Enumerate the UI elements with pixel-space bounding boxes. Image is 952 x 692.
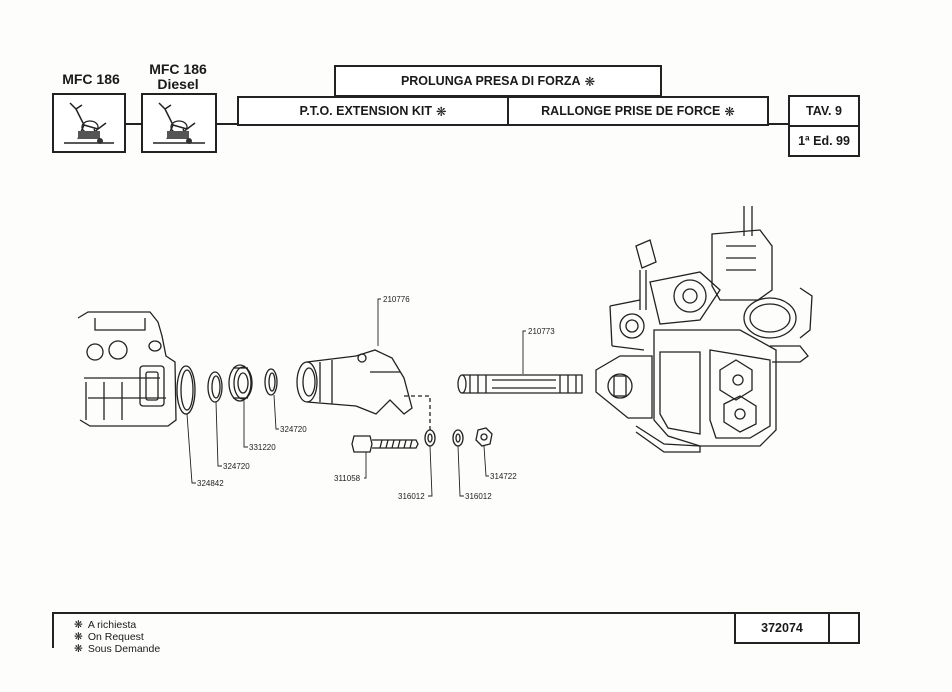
asterisk-icon: ❋ — [74, 631, 83, 643]
part-label-311058: 311058 — [334, 474, 361, 483]
part-label-324720-b: 324720 — [223, 462, 250, 471]
part-label-324720: 324720 — [280, 425, 307, 434]
gearbox-housing — [77, 311, 177, 427]
title-en: P.T.O. EXTENSION KIT — [299, 104, 432, 118]
model-label-mfc186: MFC 186 — [62, 71, 120, 87]
pump-assembly — [595, 206, 813, 453]
thumbnail-mfc186-diesel — [141, 93, 217, 153]
asterisk-icon: ❋ — [724, 104, 735, 119]
washer-316012-a — [424, 429, 436, 447]
blank-code-box — [828, 612, 860, 644]
part-label-210773: 210773 — [528, 327, 555, 336]
asterisk-icon: ❋ — [435, 104, 447, 119]
edition: 1ª Ed. 99 — [798, 134, 850, 148]
model-label-line2: Diesel — [157, 76, 199, 92]
nut-314722 — [475, 427, 493, 447]
model-label-mfc186-diesel: MFC 186 Diesel — [140, 62, 216, 92]
leader-lines — [186, 298, 526, 497]
legend-text: On Request — [87, 631, 144, 643]
asterisk-icon: ❋ — [74, 643, 83, 655]
snap-ring-324720-b — [264, 368, 278, 396]
sprayer-thumbnail-icon — [64, 102, 114, 144]
legend-item: ❋ Sous Demande — [74, 643, 160, 655]
bolt-311058 — [351, 435, 419, 453]
title-en-box: P.T.O. EXTENSION KIT ❋ — [237, 96, 509, 126]
edition-box: 1ª Ed. 99 — [788, 125, 860, 157]
legend-text: Sous Demande — [87, 643, 161, 655]
bearing-331220 — [228, 364, 253, 402]
part-label-314722: 314722 — [490, 472, 517, 481]
part-label-316012: 316012 — [398, 492, 425, 501]
part-label-210776: 210776 — [383, 295, 410, 304]
part-label-324842: 324842 — [197, 479, 224, 488]
title-fr: RALLONGE PRISE DE FORCE — [541, 104, 721, 118]
document-code-box: 372074 — [734, 612, 830, 644]
title-it-box: PROLUNGA PRESA DI FORZA ❋ — [334, 65, 662, 97]
coupling-sleeve-210776 — [296, 349, 413, 415]
thumbnail-mfc186 — [52, 93, 126, 153]
legend-item: ❋ A richiesta — [74, 619, 160, 631]
splined-shaft-210773 — [457, 374, 583, 394]
title-it: PROLUNGA PRESA DI FORZA — [400, 74, 581, 88]
legend-item: ❋ On Request — [74, 631, 160, 643]
title-fr-box: RALLONGE PRISE DE FORCE ❋ — [507, 96, 769, 126]
asterisk-icon: ❋ — [74, 619, 83, 631]
asterisk-icon: ❋ — [584, 74, 596, 89]
snap-ring-324720 — [207, 371, 223, 403]
table-number-box: TAV. 9 — [788, 95, 860, 127]
legend: ❋ A richiesta ❋ On Request ❋ Sous Demand… — [74, 619, 160, 655]
sprayer-thumbnail-icon — [153, 102, 205, 144]
model-label-line1: MFC 186 — [149, 61, 207, 77]
part-label-316012-b: 316012 — [465, 492, 492, 501]
footer-rule — [52, 612, 860, 614]
part-label-331220: 331220 — [249, 443, 276, 452]
document-code: 372074 — [761, 621, 803, 635]
circlip-324842 — [176, 365, 196, 415]
header-connector — [126, 123, 141, 125]
washer-316012-b — [452, 429, 464, 447]
header-connector — [217, 123, 237, 125]
table-number: TAV. 9 — [806, 104, 842, 118]
footer-left-rule — [52, 612, 54, 648]
header-connector — [768, 123, 788, 125]
legend-text: A richiesta — [87, 619, 137, 631]
